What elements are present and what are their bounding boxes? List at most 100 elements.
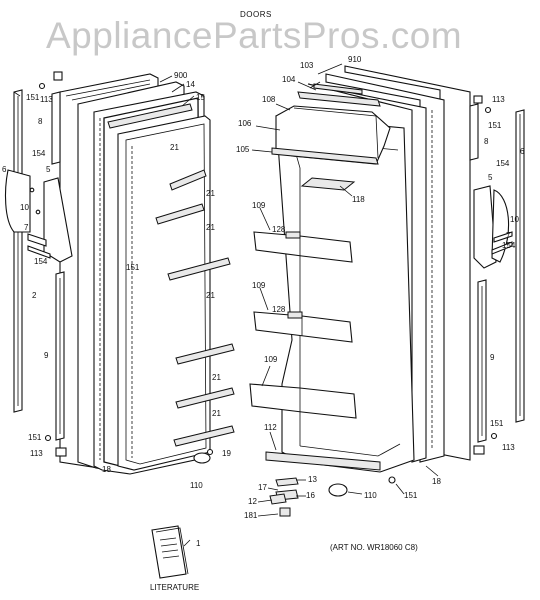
callout-5-right: 5 — [488, 173, 493, 182]
dairy-door-108 — [297, 91, 381, 107]
spacer-154-left — [27, 245, 51, 259]
callout-21-b: 21 — [206, 189, 215, 198]
handle-right — [491, 189, 510, 263]
hinge-cap-110-left — [193, 452, 211, 464]
screw-10-a — [29, 187, 35, 193]
callout-14-left: 14 — [186, 80, 195, 89]
callout-21-e: 21 — [212, 373, 221, 382]
callout-151-bottom-left: 151 — [28, 433, 42, 442]
callout-7-left: 7 — [24, 223, 29, 232]
screw-151-bottom-right — [490, 432, 498, 440]
callout-109-a: 109 — [252, 201, 266, 210]
callout-110-left: 110 — [190, 481, 203, 490]
callout-113-top-left: 113 — [40, 95, 53, 104]
door-shelf-2 — [155, 203, 205, 225]
freezer-door-shelves — [155, 169, 235, 447]
callout-109-c: 109 — [264, 355, 278, 364]
watermark: AppliancePartsPros.com — [46, 15, 462, 56]
callout-16: 16 — [306, 491, 315, 500]
hinge-bracket-12 — [269, 493, 287, 505]
left-handle-parts — [5, 71, 73, 457]
insert-7-right — [493, 231, 513, 243]
callout-108: 108 — [262, 95, 276, 104]
callout-7-right: 7 — [506, 231, 511, 240]
handle-cap-8-right — [469, 103, 479, 161]
bracket-113-bottom-right — [473, 445, 485, 455]
door-shelf-5 — [175, 387, 235, 409]
leader-lines — [13, 63, 439, 547]
hinge-pin-19 — [206, 448, 214, 456]
callout-103: 103 — [300, 61, 314, 70]
handle-cap-8-left — [51, 91, 61, 165]
callout-181: 181 — [244, 511, 258, 520]
callout-900-left: 900 — [174, 71, 188, 80]
insert-7-left — [27, 233, 47, 247]
handle-6-left — [5, 169, 31, 233]
callout-113-bottom-left: 113 — [30, 449, 43, 458]
callout-110-right: 110 — [364, 491, 377, 500]
callout-151-top-left: 151 — [26, 93, 40, 102]
callout-12: 12 — [248, 497, 257, 506]
door-shelf-6 — [173, 425, 235, 447]
callout-21-f: 21 — [212, 409, 221, 418]
callout-128-b: 128 — [272, 305, 286, 314]
bottom-hardware — [193, 448, 396, 517]
callout-9-left: 9 — [44, 351, 49, 360]
callout-151-bottom: 151 — [404, 491, 418, 500]
door-shelf-1 — [169, 169, 207, 191]
bin-clip-128-2 — [287, 311, 303, 319]
callout-8-left: 8 — [38, 117, 43, 126]
fresh-food-inner-liner — [275, 115, 415, 473]
callout-154-left-1: 154 — [32, 149, 46, 158]
callout-13: 13 — [308, 475, 317, 484]
art-number: (ART NO. WR18060 C8) — [330, 543, 418, 552]
bin-clip-128-1 — [285, 231, 301, 239]
callout-6-right: 6 — [520, 147, 525, 156]
callout-112: 112 — [264, 423, 277, 432]
fresh-food-door-assembly — [249, 65, 471, 473]
fresh-food-door-frame — [307, 83, 427, 463]
freezer-door-assembly — [59, 73, 235, 475]
callout-1: 1 — [196, 539, 201, 548]
callout-8-right: 8 — [484, 137, 489, 146]
hinge-part-13 — [275, 477, 299, 487]
literature-booklet: LITERATURE — [150, 525, 199, 592]
door-shelf-4 — [175, 343, 235, 365]
callout-21-a: 21 — [170, 143, 179, 152]
callout-labels: 900 14 15 151 113 8 154 5 6 10 7 154 2 9… — [2, 55, 525, 548]
callout-128-a: 128 — [272, 225, 286, 234]
bracket-113-bottom-left — [55, 447, 67, 457]
callout-104: 104 — [282, 75, 296, 84]
callout-910: 910 — [348, 55, 362, 64]
bottom-shelf-112 — [265, 451, 381, 471]
handle-mount-5-right — [473, 185, 497, 269]
callout-113-top-right: 113 — [492, 95, 505, 104]
freezer-top-trim — [107, 103, 193, 129]
door-shelf-3 — [167, 257, 231, 281]
literature-label: LITERATURE — [150, 583, 199, 592]
callout-17: 17 — [258, 483, 267, 492]
callout-5-left: 5 — [46, 165, 51, 174]
right-handle-parts — [469, 95, 525, 455]
callout-2-left: 2 — [32, 291, 37, 300]
callout-18-left: 18 — [102, 465, 111, 474]
callout-9-right: 9 — [490, 353, 495, 362]
callout-19: 19 — [222, 449, 231, 458]
screw-151-bottom-left — [44, 434, 52, 442]
callout-6-left: 6 — [2, 165, 7, 174]
bracket-113-top-left — [53, 71, 63, 81]
screw-151-top-left — [38, 82, 46, 90]
callout-18-right: 18 — [432, 477, 441, 486]
hinge-cap-110-right — [328, 483, 348, 497]
callout-113-bottom-right: 113 — [502, 443, 515, 452]
callout-151-top-right: 151 — [488, 121, 502, 130]
diagram-title: DOORS — [240, 10, 272, 19]
screw-151-bottom — [388, 476, 396, 484]
callout-154-right-2: 154 — [502, 241, 516, 250]
callout-15-left: 15 — [196, 93, 205, 102]
callout-109-b: 109 — [252, 281, 266, 290]
callout-105: 105 — [236, 145, 250, 154]
callout-151-right: 151 — [490, 419, 504, 428]
screw-10-b — [35, 209, 41, 215]
